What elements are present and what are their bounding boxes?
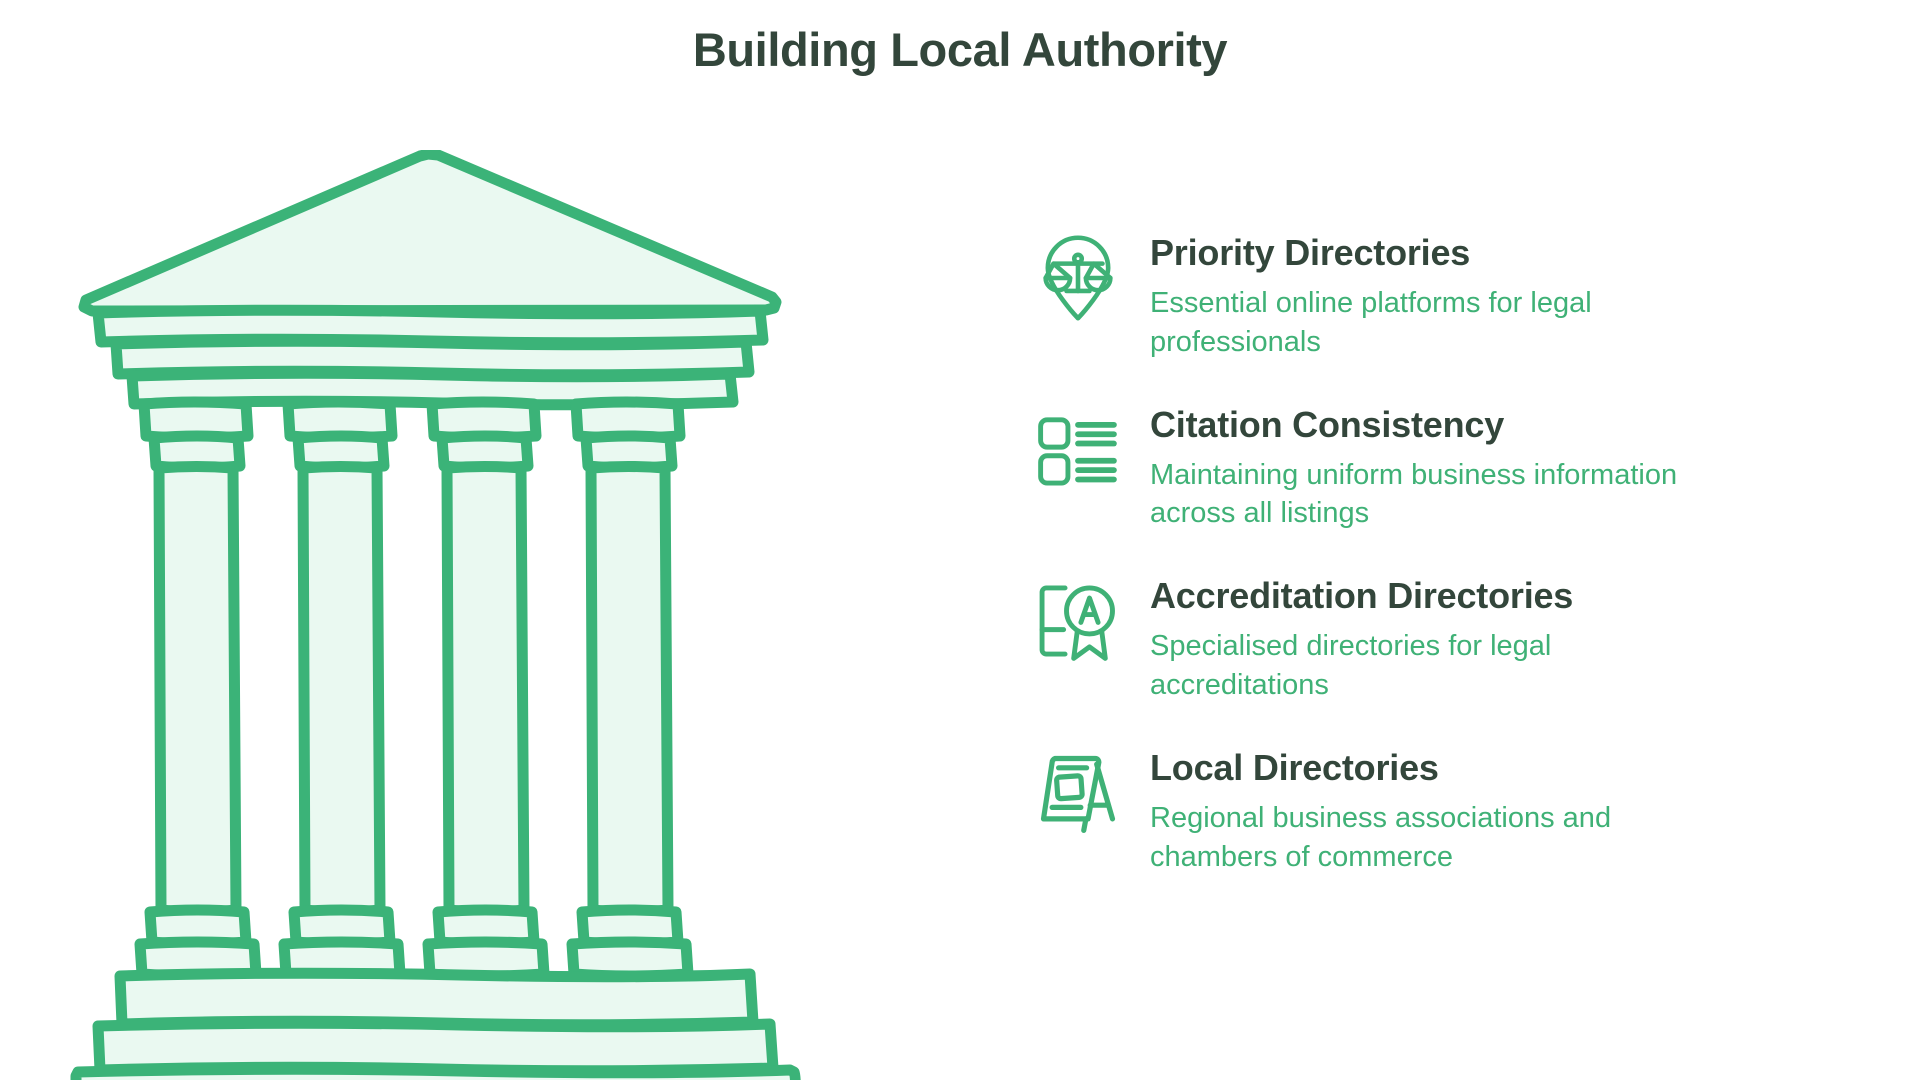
list-item-heading: Accreditation Directories: [1150, 575, 1574, 617]
list-item-text: Citation Consistency Maintaining uniform…: [1150, 400, 1680, 534]
list-item-description: Essential online platforms for legal pro…: [1150, 287, 1592, 358]
page-title: Building Local Authority: [692, 23, 1228, 76]
list-item[interactable]: Citation Consistency Maintaining uniform…: [1030, 400, 1840, 534]
list-item-description: Maintaining uniform business information…: [1150, 458, 1678, 530]
list-item[interactable]: Accreditation Directories Specialised di…: [1030, 571, 1840, 705]
list-item-text: Priority Directories Essential online pl…: [1150, 228, 1680, 362]
list-item-heading: Local Directories: [1150, 746, 1439, 788]
list-item-description: Specialised directories for legal accred…: [1150, 630, 1552, 701]
list-item-heading: Citation Consistency: [1150, 403, 1505, 445]
scales-of-justice-pin-icon: [1030, 230, 1126, 326]
checklist-lines-icon: [1030, 402, 1126, 498]
list-item-text: Local Directories Regional business asso…: [1150, 743, 1680, 877]
list-item-description: Regional business associations and chamb…: [1150, 801, 1612, 873]
list-item[interactable]: Priority Directories Essential online pl…: [1030, 228, 1840, 362]
accreditation-award-badge-icon: [1030, 573, 1126, 669]
list-item[interactable]: Local Directories Regional business asso…: [1030, 743, 1840, 877]
list-item-heading: Priority Directories: [1150, 232, 1471, 273]
list-item-text: Accreditation Directories Specialised di…: [1150, 571, 1680, 705]
classical-temple-illustration: [60, 150, 960, 1080]
feature-list: Priority Directories Essential online pl…: [1030, 228, 1840, 876]
a-frame-sign-board-icon: [1030, 745, 1126, 841]
